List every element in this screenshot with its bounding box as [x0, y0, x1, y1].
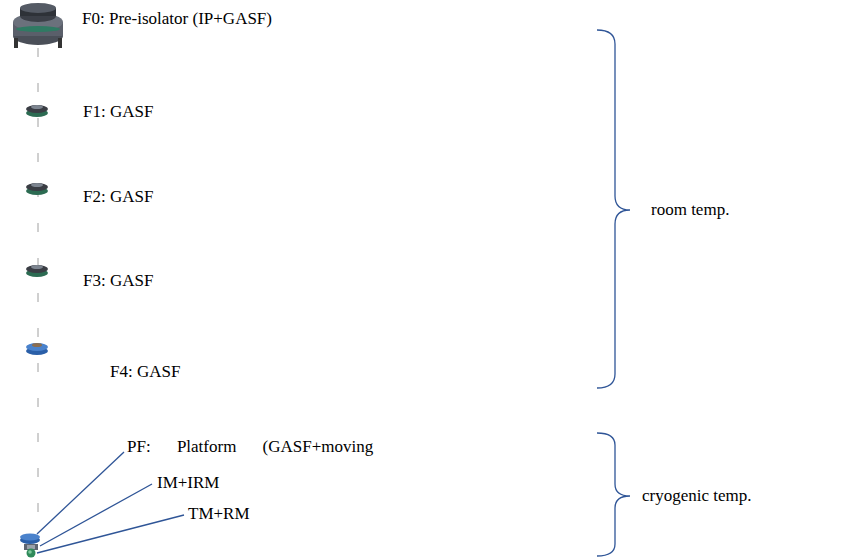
platform-icon [20, 534, 40, 545]
stage-label: F2: GASF [83, 187, 153, 207]
curly-bracket [597, 30, 630, 388]
stage-label: PF: Platform (GASF+moving [127, 437, 373, 457]
curly-bracket [597, 433, 630, 556]
temperature-label: cryogenic temp. [642, 486, 752, 506]
stage-label: TM+RM [188, 504, 250, 524]
leader-line [37, 515, 184, 553]
suspension-wire [38, 48, 39, 536]
stage-label: F1: GASF [83, 102, 153, 122]
stage-label: F4: GASF [110, 362, 180, 382]
leader-line [40, 484, 152, 546]
stage-label: IM+IRM [157, 473, 219, 493]
leader-line [37, 452, 124, 534]
stage-label: F3: GASF [83, 271, 153, 291]
gasf-filter-icon [26, 105, 48, 117]
pre-isolator-icon [13, 3, 63, 48]
temperature-label: room temp. [651, 200, 729, 220]
gasf-filter-icon [26, 183, 48, 195]
gasf-filter-icon [26, 265, 48, 277]
gasf-filter-icon [26, 343, 48, 355]
stage-label: F0: Pre-isolator (IP+GASF) [82, 9, 272, 29]
test-mass-icon [27, 549, 36, 558]
